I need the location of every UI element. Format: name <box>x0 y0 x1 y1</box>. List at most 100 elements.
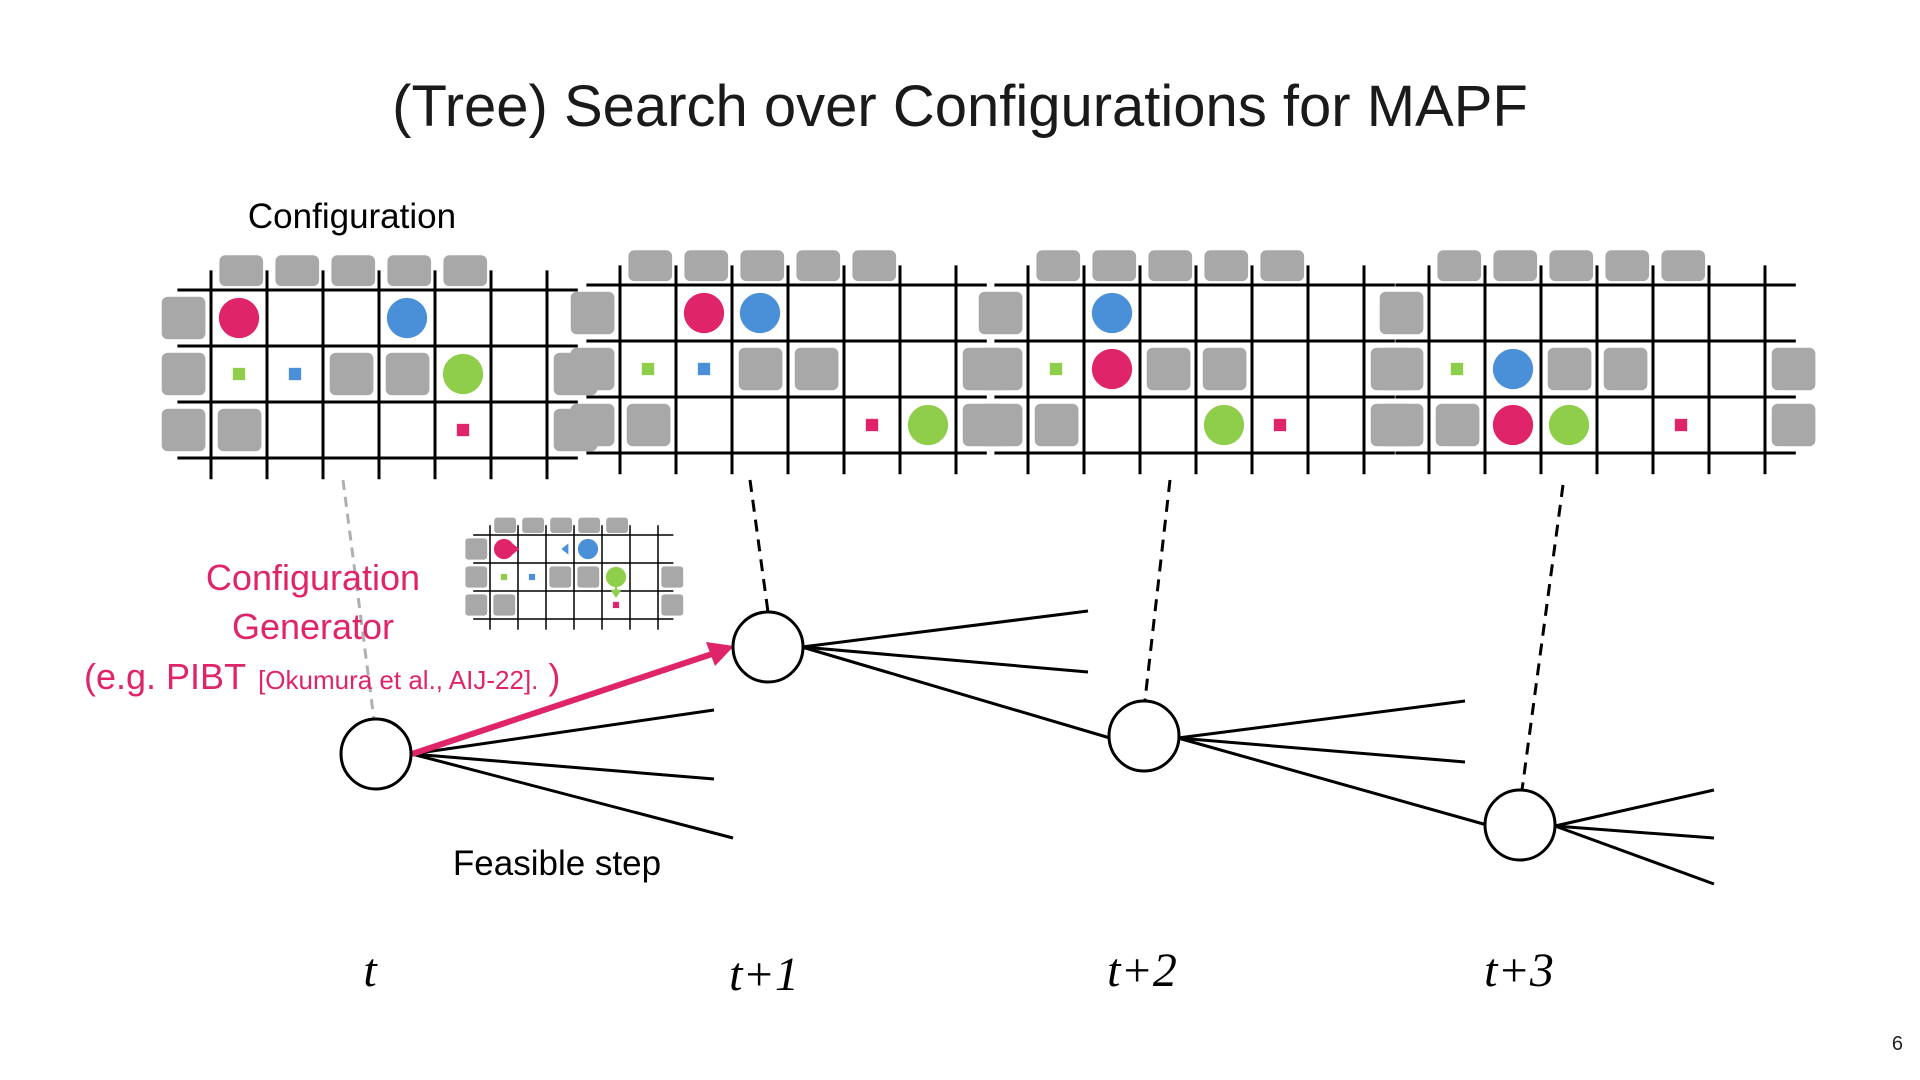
obstacle-cell <box>1260 250 1305 282</box>
goal-marker-red <box>612 601 620 609</box>
obstacle-cell <box>570 291 615 335</box>
obstacle-cell <box>978 291 1023 335</box>
obstacle-cell <box>331 255 376 287</box>
obstacle-cell <box>578 517 601 534</box>
agent-blue <box>386 297 428 339</box>
obstacle-cell <box>628 250 673 282</box>
agent-green <box>1548 404 1590 446</box>
obstacle-cell <box>738 347 783 391</box>
obstacle-cell <box>329 352 374 396</box>
obstacle-cell <box>794 347 839 391</box>
obstacle-cell <box>275 255 320 287</box>
obstacle-cell <box>1148 250 1193 282</box>
agent-red <box>1091 348 1133 390</box>
obstacle-cell <box>1202 347 1247 391</box>
move-arrow-left-icon <box>561 543 569 555</box>
agent-green <box>442 353 484 395</box>
configuration-grid-t3 <box>1379 250 1816 475</box>
obstacle-cell <box>1493 250 1538 282</box>
connector-dashed-t <box>341 479 378 736</box>
obstacle-cell <box>684 250 729 282</box>
obstacle-cell <box>626 403 671 447</box>
obstacle-cell <box>570 403 615 447</box>
connector-dashed-t2 <box>1143 479 1172 701</box>
obstacle-cell <box>550 517 573 534</box>
obstacle-cell <box>465 538 488 560</box>
connector-dashed-t3 <box>1520 484 1565 791</box>
agent-red <box>1492 404 1534 446</box>
obstacle-cell <box>796 250 841 282</box>
obstacle-cell <box>852 250 897 282</box>
obstacle-cell <box>1034 403 1079 447</box>
obstacle-cell <box>978 403 1023 447</box>
agent-green <box>1203 404 1245 446</box>
obstacle-cell <box>570 347 615 391</box>
obstacle-cell <box>465 594 488 616</box>
tree-edges <box>411 609 1715 886</box>
generator-arrow-line <box>411 649 719 757</box>
goal-marker-red <box>865 418 879 432</box>
obstacle-cell <box>1661 250 1706 282</box>
tree-node-t2 <box>1107 699 1181 773</box>
obstacle-cell <box>740 250 785 282</box>
obstacle-cell <box>978 347 1023 391</box>
timestep-label-t: t <box>363 944 378 997</box>
agent-red <box>218 297 260 339</box>
timestep-label-t1: t+1 <box>729 948 799 1001</box>
obstacle-cell <box>1036 250 1081 282</box>
obstacle-cell <box>385 352 430 396</box>
obstacle-cell <box>1771 347 1816 391</box>
obstacle-cell <box>1379 403 1424 447</box>
obstacle-cell <box>1379 291 1424 335</box>
timestep-label-t2: t+2 <box>1107 944 1177 997</box>
move-arrow-right-icon <box>512 543 520 555</box>
goal-marker-red <box>1273 418 1287 432</box>
goal-marker-blue <box>697 362 711 376</box>
agent-green <box>907 404 949 446</box>
generator-label-line2: Generator <box>232 606 394 647</box>
obstacle-cell <box>522 517 545 534</box>
agent-blue <box>1091 292 1133 334</box>
generator-arrowhead <box>706 642 734 666</box>
tree-node-t <box>339 717 413 791</box>
obstacle-cell <box>1605 250 1650 282</box>
goal-marker-green <box>641 362 655 376</box>
goal-marker-green <box>232 367 246 381</box>
goal-marker-red <box>1674 418 1688 432</box>
page-number: 6 <box>1892 1033 1903 1055</box>
goal-marker-green <box>1049 362 1063 376</box>
slide-title: (Tree) Search over Configurations for MA… <box>392 74 1528 139</box>
obstacle-cell <box>549 566 572 588</box>
obstacle-cell <box>387 255 432 287</box>
obstacle-cell <box>161 408 206 452</box>
obstacle-cell <box>1204 250 1249 282</box>
obstacle-cell <box>606 517 629 534</box>
generator-example: (e.g. PIBT [Okumura et al., AIJ-22]. ) <box>84 656 560 697</box>
agent-red <box>493 538 515 560</box>
goal-marker-green <box>1450 362 1464 376</box>
obstacle-cell <box>465 566 488 588</box>
obstacle-cell <box>1379 347 1424 391</box>
obstacle-cell <box>217 408 262 452</box>
timestep-label-t3: t+3 <box>1484 944 1554 997</box>
obstacle-cell <box>1435 403 1480 447</box>
goal-marker-blue <box>288 367 302 381</box>
configuration-grid-t1 <box>570 250 1007 475</box>
obstacle-cell <box>1549 250 1594 282</box>
obstacle-cell <box>493 594 516 616</box>
connector-dashed-t1 <box>748 479 770 613</box>
agent-red <box>683 292 725 334</box>
agent-blue <box>1492 348 1534 390</box>
configuration-grid-t2 <box>978 250 1415 475</box>
obstacle-cell <box>661 566 684 588</box>
configuration-label: Configuration <box>248 197 456 236</box>
tree-node-t1 <box>731 610 805 684</box>
obstacle-cell <box>494 517 517 534</box>
obstacle-cell <box>219 255 264 287</box>
obstacle-cell <box>443 255 488 287</box>
feasible-step-label: Feasible step <box>453 844 661 883</box>
generator-label-line1: Configuration <box>206 557 420 598</box>
obstacle-cell <box>161 352 206 396</box>
generator-mini-grid <box>465 517 684 630</box>
